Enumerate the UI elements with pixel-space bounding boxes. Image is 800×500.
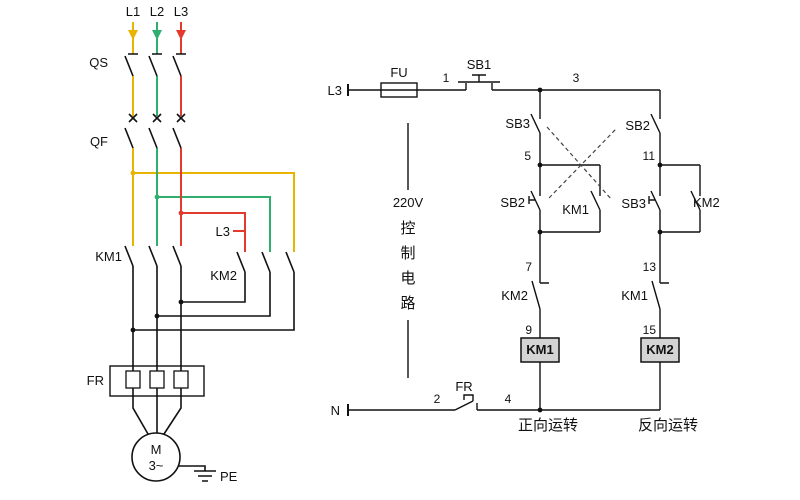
- junction-dot: [657, 229, 663, 235]
- junction-dot: [130, 170, 136, 176]
- node-5: 5: [524, 149, 531, 163]
- sb1-label: SB1: [467, 57, 492, 72]
- circuit-name-char: 制: [400, 245, 415, 262]
- fr-overload: [109, 365, 205, 397]
- circuit-name-char: 路: [400, 295, 415, 312]
- sb3-label-left: SB3: [505, 116, 530, 131]
- km1-interlock-label: KM1: [621, 288, 648, 303]
- pe-ground: [178, 465, 216, 482]
- junction-dot: [130, 327, 136, 333]
- phase-label-l1: L1: [126, 4, 140, 19]
- km2-interlock-label: KM2: [501, 288, 528, 303]
- km1-main-contacts: [124, 245, 182, 267]
- node-4: 4: [505, 392, 512, 406]
- forward-run-label: 正向运转: [518, 417, 578, 434]
- sb2-label-right: SB2: [625, 118, 650, 133]
- wire-l3: [180, 38, 246, 252]
- reverse-run-label: 反向运转: [638, 417, 698, 434]
- junction-dot: [657, 162, 663, 168]
- circuit-name-char: 控: [400, 220, 415, 237]
- node-11: 11: [643, 149, 656, 163]
- fr-main-label: FR: [87, 373, 104, 388]
- l3-tap-label: L3: [216, 224, 230, 239]
- junction-dot: [178, 299, 184, 305]
- km1-main-label: KM1: [95, 249, 122, 264]
- qs-label: QS: [89, 55, 108, 70]
- wire-l1: [132, 38, 295, 252]
- qs-switch: [124, 53, 186, 77]
- fr-contact-label: FR: [455, 379, 472, 394]
- motor-leads: [132, 396, 182, 435]
- km2-main-contacts: [236, 251, 295, 273]
- junction-dot: [537, 229, 543, 235]
- pe-label: PE: [220, 469, 238, 484]
- control-l3-label: L3: [328, 83, 342, 98]
- fu-fuse: [380, 82, 418, 98]
- forward-branch: [528, 90, 601, 410]
- phase-label-l2: L2: [150, 4, 164, 19]
- junction-dot: [537, 162, 543, 168]
- km1-aux-label: KM1: [562, 202, 589, 217]
- motor-label: M: [151, 442, 162, 457]
- junction-dot: [178, 210, 184, 216]
- wire-l2: [156, 38, 271, 252]
- sb1-stop-button: [458, 74, 500, 90]
- fu-label: FU: [390, 65, 407, 80]
- sb2-label-left: SB2: [500, 195, 525, 210]
- node-15: 15: [643, 323, 657, 337]
- phase-label-l3: L3: [174, 4, 188, 19]
- node-13: 13: [643, 260, 657, 274]
- qf-breaker: [124, 113, 186, 149]
- node-9: 9: [525, 323, 532, 337]
- phase-arrow-l1: [128, 22, 138, 40]
- motor-phase-label: 3~: [149, 458, 164, 473]
- km2-coil: KM2: [640, 337, 680, 363]
- circuit-name-char: 电: [400, 270, 415, 287]
- junction-dot: [154, 194, 160, 200]
- phase-arrow-l3: [176, 22, 186, 40]
- node-3: 3: [573, 71, 580, 85]
- sb3-label-right: SB3: [621, 196, 646, 211]
- node-2: 2: [434, 392, 441, 406]
- km2-main-label: KM2: [210, 268, 237, 283]
- junction-dot: [154, 313, 160, 319]
- voltage-label: 220V: [393, 195, 424, 210]
- control-n-label: N: [331, 403, 340, 418]
- node-7: 7: [525, 260, 532, 274]
- km1-coil-label: KM1: [526, 342, 553, 357]
- phase-arrow-l2: [152, 22, 162, 40]
- qf-label: QF: [90, 134, 108, 149]
- km1-coil: KM1: [520, 337, 560, 363]
- mechanical-link-dashes: [546, 126, 617, 201]
- reverse-branch: [648, 90, 701, 410]
- km2-coil-label: KM2: [646, 342, 673, 357]
- km2-aux-label: KM2: [693, 195, 720, 210]
- fr-contact: [454, 394, 478, 411]
- junction-dot: [537, 407, 543, 413]
- node-1: 1: [443, 71, 450, 85]
- control-circuit: L3 FU 1 SB1 3 220V 控 制 电 路: [328, 57, 720, 434]
- motor: M 3~: [131, 432, 181, 482]
- main-circuit: L1 L2 L3 QS: [87, 4, 295, 484]
